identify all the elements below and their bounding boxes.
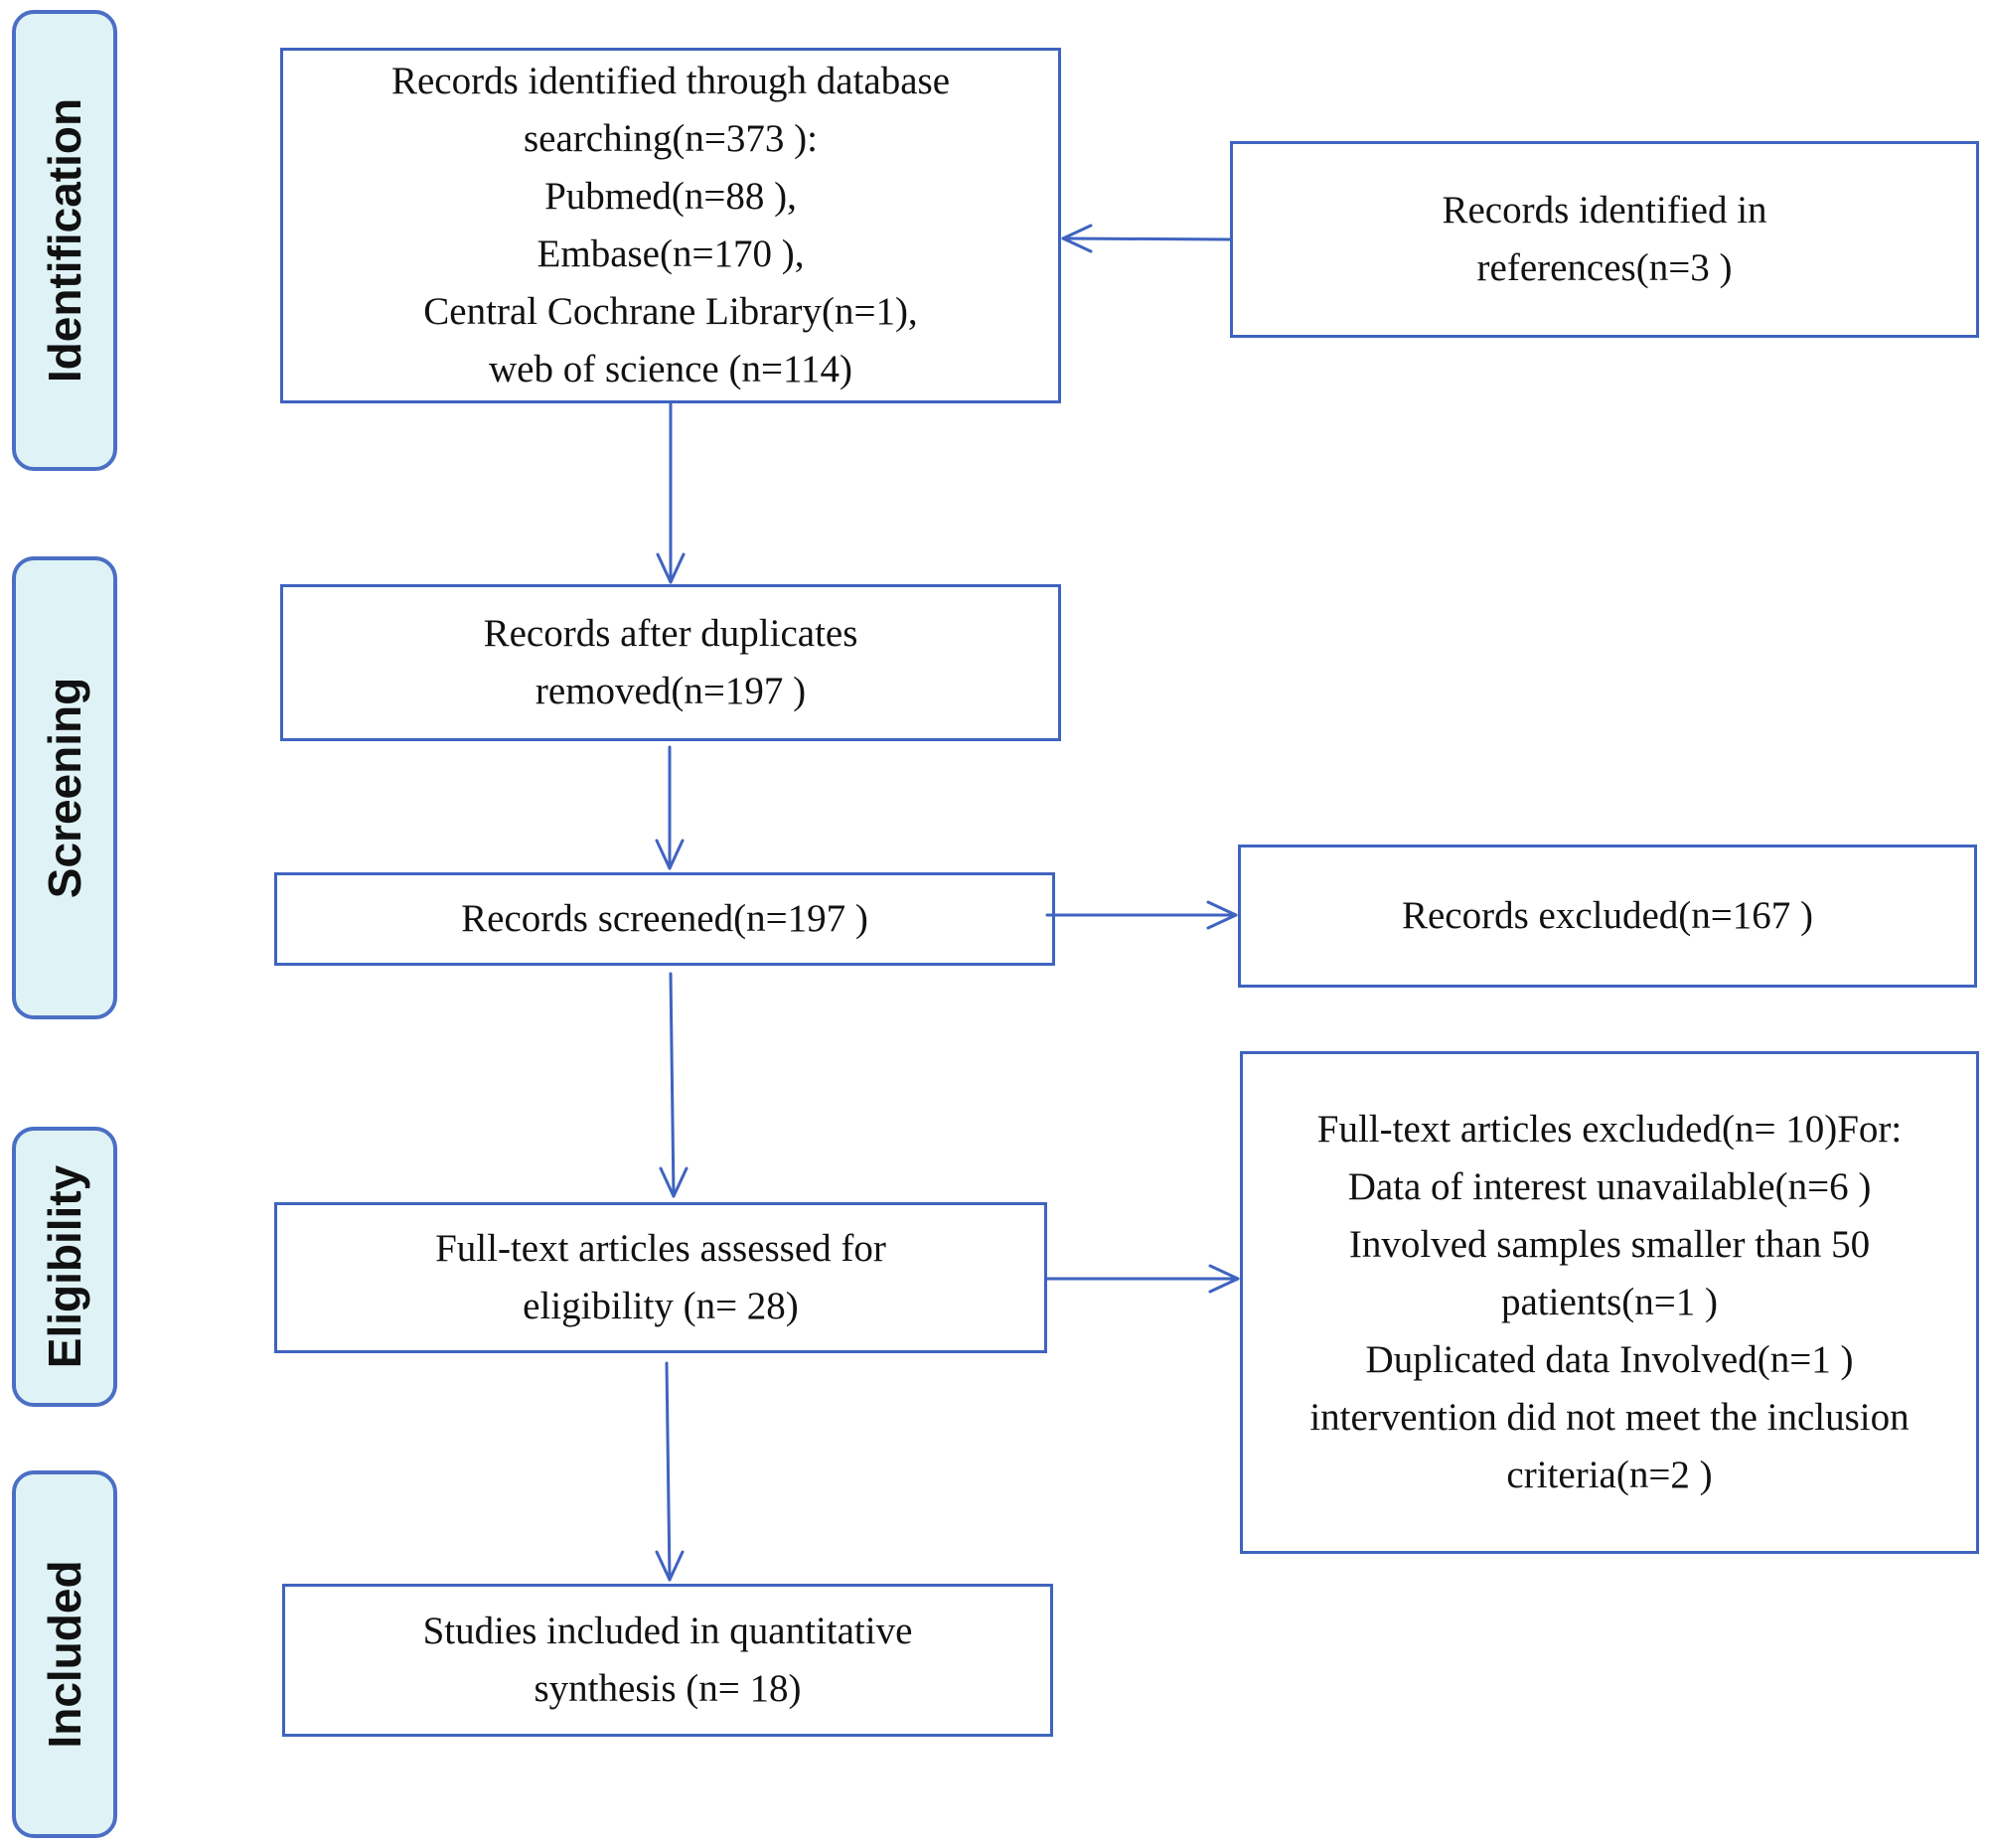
box-line: Records identified through database bbox=[390, 60, 951, 102]
box-records-excluded: Records excluded(n=167 ) bbox=[1238, 845, 1977, 988]
box-references: Records identified in references(n=3 ) bbox=[1230, 141, 1979, 338]
box-line: criteria(n=2 ) bbox=[1506, 1454, 1713, 1496]
box-line: references(n=3 ) bbox=[1476, 246, 1733, 289]
box-line: Involved samples smaller than 50 bbox=[1348, 1223, 1871, 1266]
box-line: Studies included in quantitative bbox=[422, 1610, 913, 1652]
box-fulltext-assessed: Full-text articles assessed for eligibil… bbox=[274, 1202, 1047, 1353]
box-line: Data of interest unavailable(n=6 ) bbox=[1347, 1165, 1872, 1208]
box-records-screened: Records screened(n=197 ) bbox=[274, 872, 1055, 966]
phase-identification: Identification bbox=[12, 10, 117, 471]
box-line: Central Cochrane Library(n=1), bbox=[423, 290, 918, 333]
box-line: eligibility (n= 28) bbox=[523, 1285, 799, 1327]
box-line: Records identified in bbox=[1442, 189, 1767, 231]
box-included-studies: Studies included in quantitative synthes… bbox=[282, 1584, 1053, 1737]
phase-eligibility-label: Eligibility bbox=[39, 1164, 90, 1369]
box-line: Records screened(n=197 ) bbox=[461, 897, 868, 940]
box-line: patients(n=1 ) bbox=[1500, 1281, 1719, 1323]
box-database-search: Records identified through database sear… bbox=[280, 48, 1061, 403]
phase-eligibility: Eligibility bbox=[12, 1127, 117, 1407]
box-line: removed(n=197 ) bbox=[535, 670, 807, 712]
phase-included-label: Included bbox=[39, 1560, 90, 1749]
arrow-references-to-search bbox=[1061, 224, 1232, 253]
arrow-fulltext-to-excluded bbox=[1045, 1264, 1240, 1294]
arrow-screened-to-fulltext bbox=[659, 972, 688, 1198]
arrow-fulltext-to-included bbox=[655, 1361, 685, 1582]
box-after-duplicates: Records after duplicates removed(n=197 ) bbox=[280, 584, 1061, 741]
box-line: synthesis (n= 18) bbox=[534, 1667, 802, 1710]
arrow-search-to-duplicates bbox=[656, 401, 686, 584]
box-line: Records excluded(n=167 ) bbox=[1401, 894, 1814, 937]
box-line: searching(n=373 ): bbox=[524, 117, 818, 160]
box-line: Pubmed(n=88 ), bbox=[544, 175, 797, 218]
box-line: Embase(n=170 ), bbox=[536, 232, 805, 275]
box-line: Full-text articles assessed for bbox=[435, 1227, 886, 1270]
box-line: web of science (n=114) bbox=[489, 348, 852, 390]
box-line: Full-text articles excluded(n= 10)For: bbox=[1316, 1108, 1903, 1151]
phase-identification-label: Identification bbox=[39, 97, 90, 384]
phase-screening: Screening bbox=[12, 556, 117, 1019]
arrow-screened-to-excluded bbox=[1045, 900, 1238, 930]
arrow-duplicates-to-screened bbox=[655, 745, 685, 870]
box-fulltext-excluded: Full-text articles excluded(n= 10)For: D… bbox=[1240, 1051, 1979, 1554]
box-line: intervention did not meet the inclusion bbox=[1309, 1396, 1910, 1439]
phase-screening-label: Screening bbox=[39, 677, 90, 899]
box-line: Records after duplicates bbox=[483, 612, 858, 655]
box-line: Duplicated data Involved(n=1 ) bbox=[1365, 1338, 1854, 1381]
phase-included: Included bbox=[12, 1470, 117, 1838]
